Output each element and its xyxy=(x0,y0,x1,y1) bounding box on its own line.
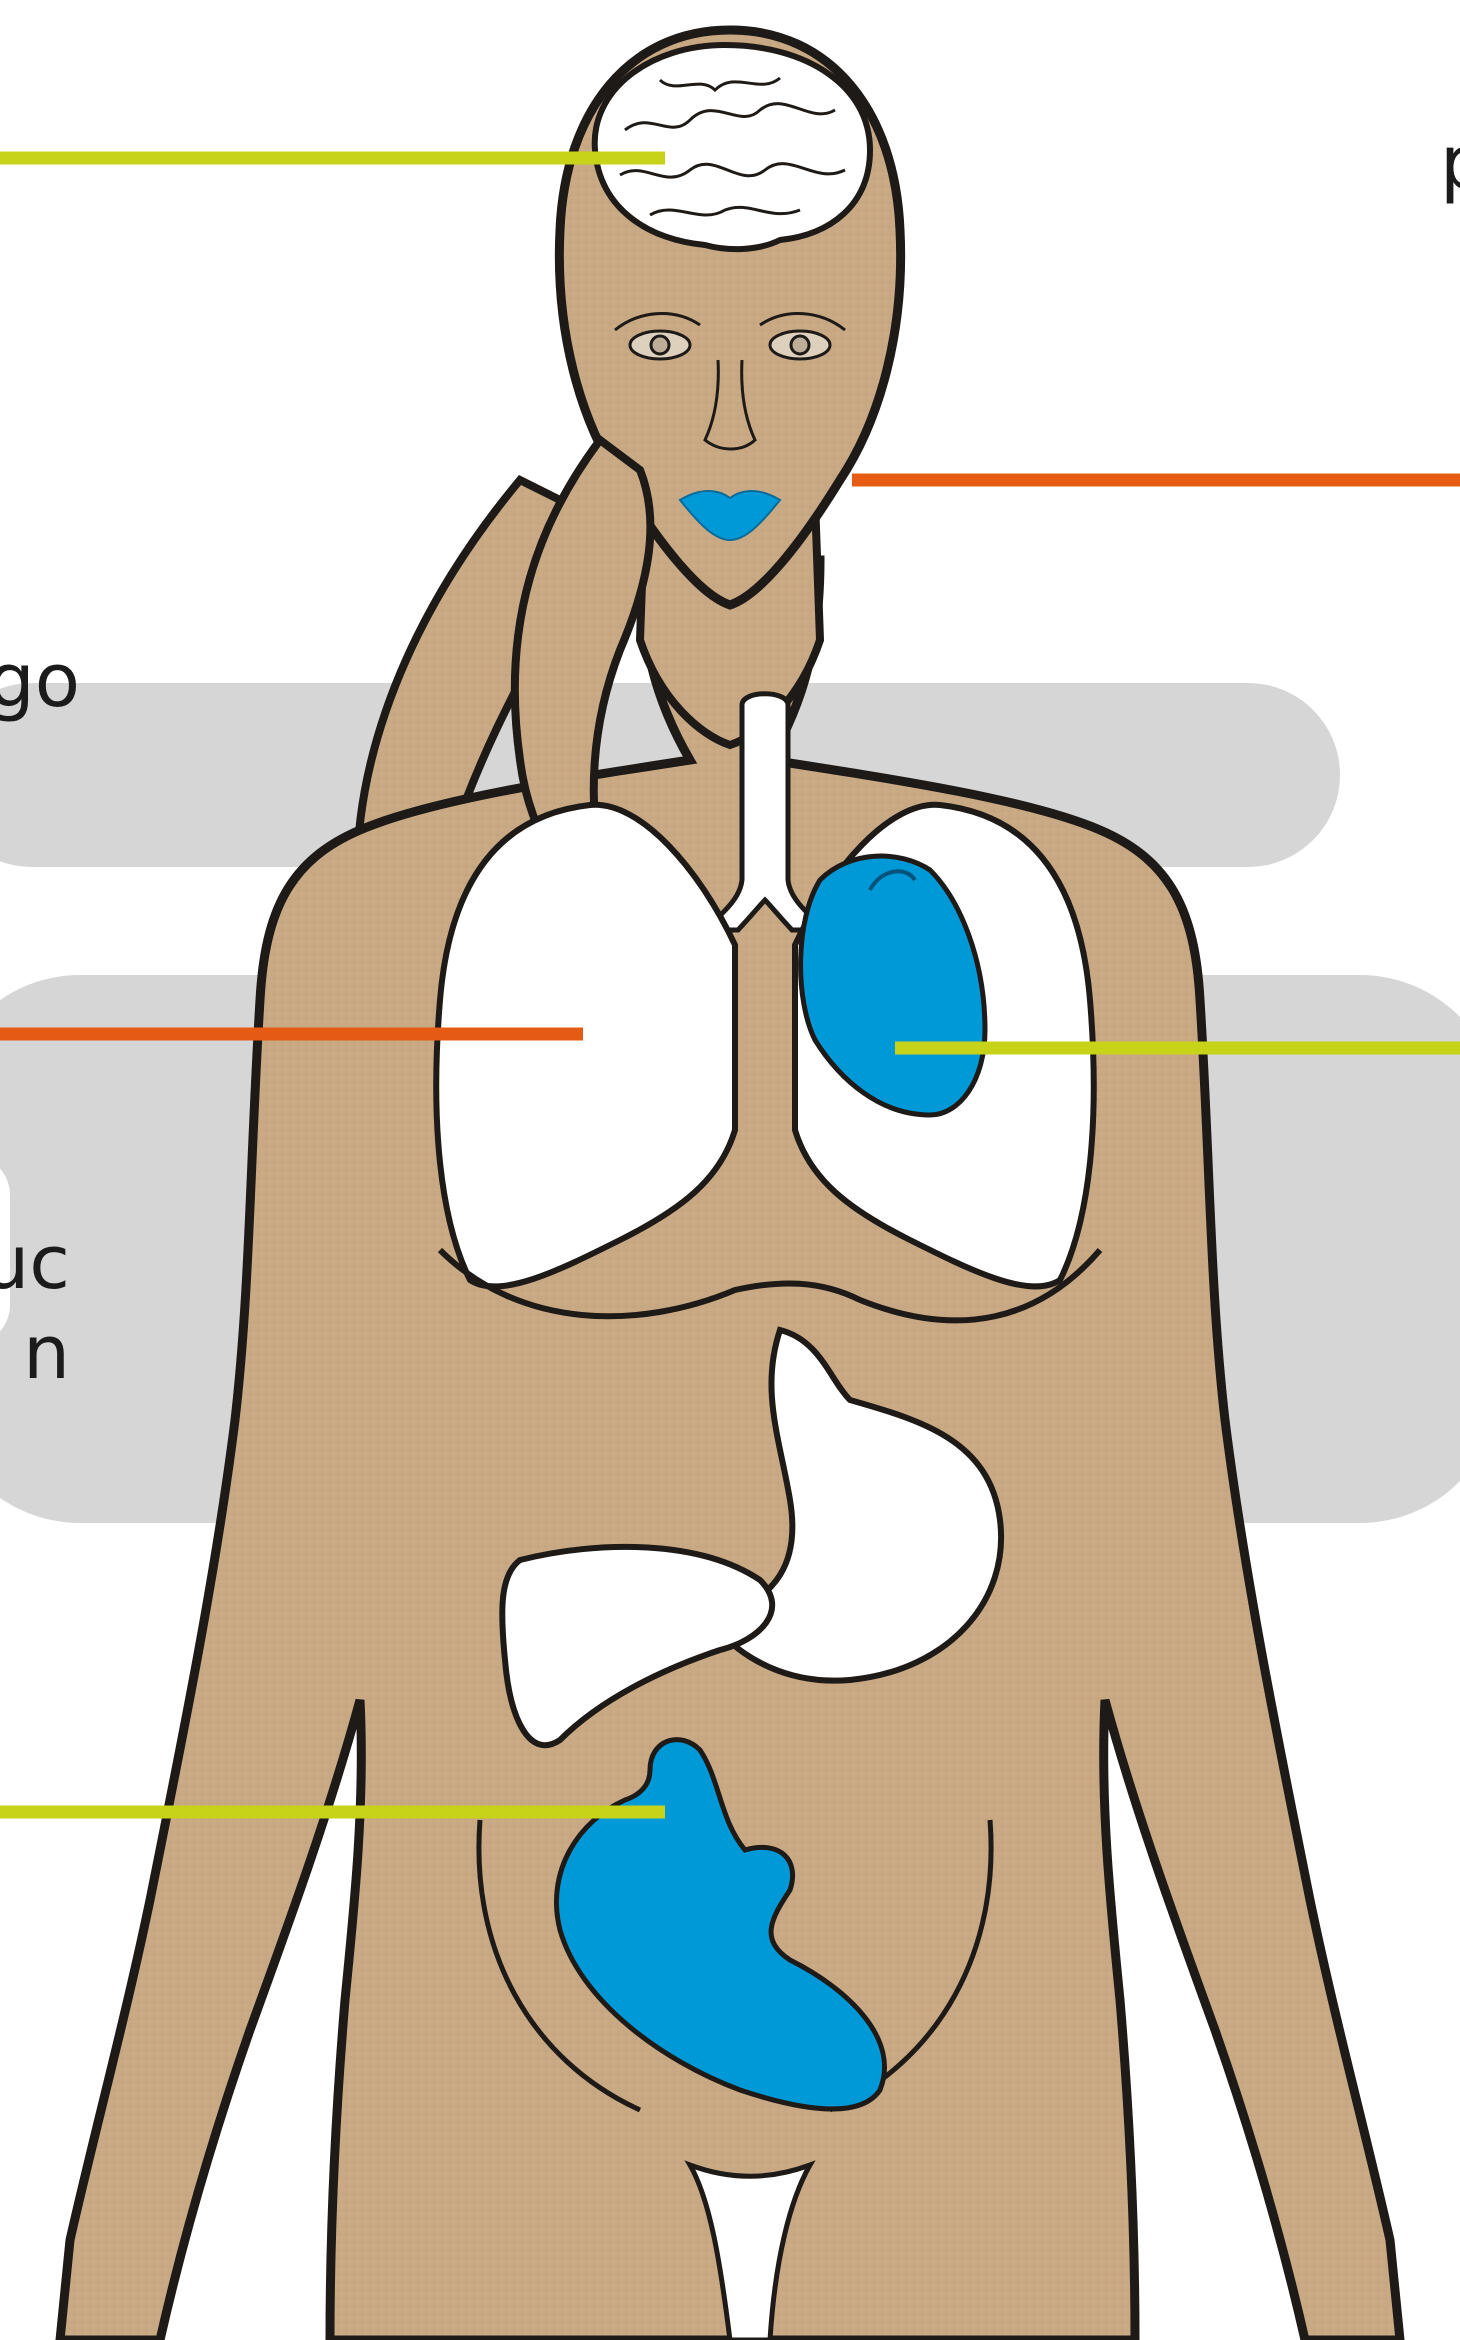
label-left-upper: go xyxy=(0,636,80,726)
brain-organ xyxy=(595,45,870,249)
label-left-lower: uc n xyxy=(0,1218,70,1398)
label-top-right: p xyxy=(1440,118,1460,208)
